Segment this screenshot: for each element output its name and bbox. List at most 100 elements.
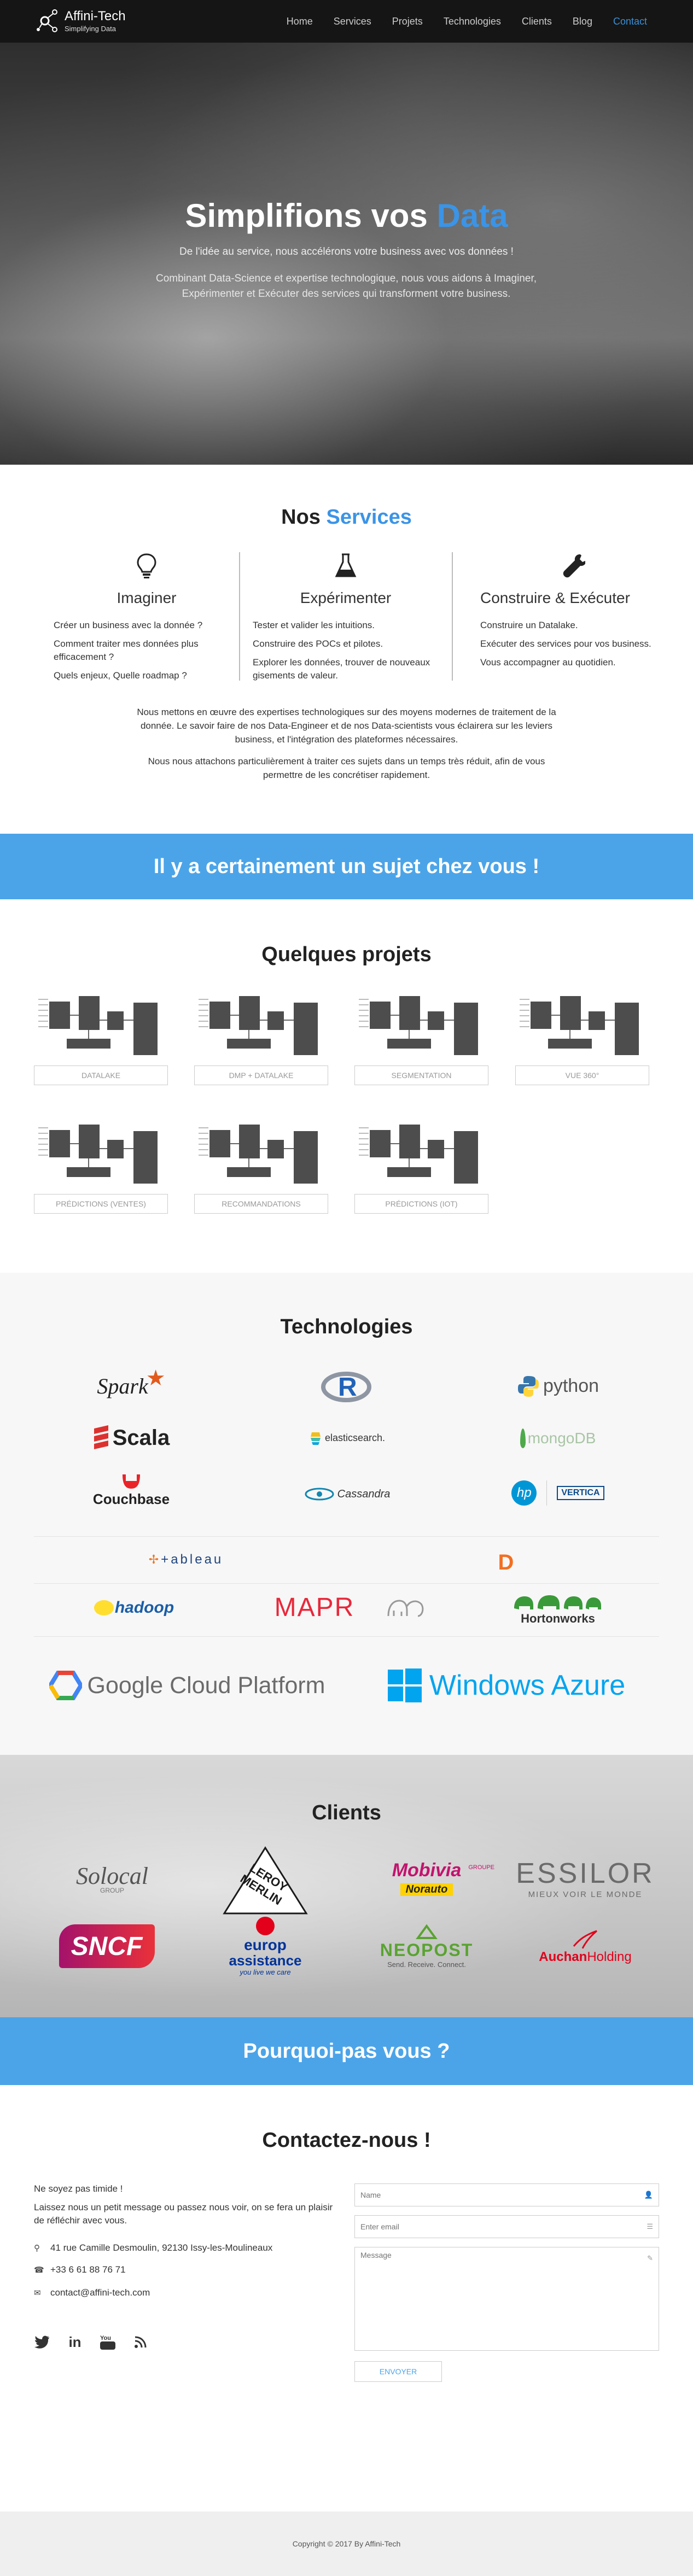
contact-intro: Ne soyez pas timide !	[34, 2183, 123, 2194]
europ-assistance-logo: europ assistance you live we care	[224, 1913, 306, 1979]
spark-logo-text: Spark	[97, 1374, 148, 1398]
message-field[interactable]: ✎	[354, 2247, 659, 2351]
service-item: Vous accompagner au quotidien.	[480, 657, 616, 668]
name-field[interactable]: 👤	[354, 2183, 659, 2206]
project-label[interactable]: DATALAKE	[34, 1065, 168, 1085]
project-card[interactable]: RECOMMANDATIONS	[194, 1118, 328, 1214]
youtube-icon[interactable]: You	[100, 2334, 116, 2350]
hp-vertica-logo: hp VERTICA	[506, 1479, 610, 1507]
project-card[interactable]: DMP + DATALAKE	[194, 990, 328, 1085]
tech-divider	[34, 1536, 659, 1537]
mapr-logo-text: MAPR	[274, 1593, 355, 1622]
brand[interactable]: Affini-Tech Simplifying Data	[34, 4, 126, 37]
project-card[interactable]: PRÉDICTIONS (VENTES)	[34, 1118, 168, 1214]
hortonworks-logo: Hortonworks	[503, 1590, 613, 1628]
brand-name: Affini-Tech	[65, 8, 126, 24]
email-field[interactable]: ☰	[354, 2215, 659, 2238]
elasticsearch-icon	[310, 1432, 321, 1445]
project-label[interactable]: SEGMENTATION	[354, 1065, 488, 1085]
hero-description: Combinant Data-Science et expertise tech…	[155, 273, 537, 300]
neopost-logo-text: NEOPOST	[380, 1940, 474, 1960]
service-item: Tester et valider les intuitions.	[253, 620, 375, 630]
wrench-icon	[563, 554, 585, 578]
services-paragraph: Nous nous attachons particulièrement à t…	[148, 756, 545, 780]
python-icon	[517, 1375, 539, 1397]
mongodb-logo: mongoDB	[511, 1425, 604, 1452]
contact-address: ⚲ 41 rue Camille Desmoulin, 92130 Issy-l…	[34, 2243, 272, 2253]
r-logo: R	[317, 1370, 377, 1406]
molecule-logo-icon	[37, 9, 57, 32]
project-diagram-image	[38, 1125, 158, 1184]
project-card[interactable]: DATALAKE	[34, 990, 168, 1085]
cassandra-logo-text: Cassandra	[337, 1488, 391, 1500]
service-name: Imaginer	[117, 589, 177, 606]
solocal-logo-text: Solocal	[76, 1862, 148, 1889]
project-label[interactable]: PRÉDICTIONS (VENTES)	[34, 1194, 168, 1214]
service-name: Construire & Exécuter	[480, 589, 630, 606]
scala-icon	[94, 1425, 108, 1449]
project-label[interactable]: DMP + DATALAKE	[194, 1065, 328, 1085]
couchbase-logo-text: Couchbase	[92, 1491, 170, 1507]
service-construire: Construire & Exécuter Construire un Data…	[480, 552, 666, 669]
twitter-icon[interactable]	[34, 2334, 50, 2350]
tech-divider	[34, 1583, 659, 1584]
nav-link-blog[interactable]: Blog	[572, 15, 592, 27]
sncf-logo: SNCF	[57, 1922, 156, 1971]
linkedin-icon[interactable]: in	[68, 2333, 81, 2350]
project-label[interactable]: PRÉDICTIONS (IOT)	[354, 1194, 488, 1214]
services-title: Nos Services	[0, 506, 693, 529]
contact-email-text[interactable]: contact@affini-tech.com	[50, 2287, 150, 2298]
mapr-logo: MAPR	[263, 1593, 366, 1623]
service-experimenter: Expérimenter Tester et valider les intui…	[253, 552, 439, 682]
mobivia-logo-sub: GROUPE	[468, 1864, 494, 1871]
sncf-logo-badge: SNCF	[59, 1924, 155, 1968]
project-diagram-image	[359, 996, 478, 1055]
hortonworks-logo-text: Hortonworks	[521, 1612, 595, 1625]
footer: Copyright © 2017 By Affini-Tech	[0, 2511, 693, 2576]
copyright-text: Copyright © 2017 By Affini-Tech	[292, 2539, 401, 2548]
project-card[interactable]: SEGMENTATION	[354, 990, 488, 1085]
technologies-title: Technologies	[280, 1315, 413, 1338]
hadoop-logo: hadoop	[77, 1593, 191, 1623]
name-input[interactable]	[360, 2184, 634, 2206]
service-item: Exécuter des services pour vos business.	[480, 639, 651, 649]
send-button[interactable]: ENVOYER	[354, 2361, 442, 2382]
why-not-banner: Pourquoi-pas vous ?	[0, 2017, 693, 2085]
phone-icon: ☎	[34, 2265, 44, 2275]
leroy-merlin-triangle-icon	[223, 1846, 308, 1915]
google-cloud-hexagon-icon	[49, 1671, 82, 1700]
service-item: Créer un business avec la donnée ?	[54, 620, 203, 630]
project-label[interactable]: RECOMMANDATIONS	[194, 1194, 328, 1214]
nav-link-home[interactable]: Home	[286, 15, 313, 27]
scala-logo: Scala	[82, 1423, 180, 1453]
rss-icon[interactable]	[132, 2334, 149, 2350]
contact-email[interactable]: ✉ contact@affini-tech.com	[34, 2287, 150, 2298]
cassandra-logo: Cassandra	[293, 1483, 402, 1505]
cassandra-eye-icon	[305, 1488, 334, 1501]
nav-link-services[interactable]: Services	[333, 15, 371, 27]
neopost-tagline: Send. Receive. Connect.	[387, 1960, 466, 1969]
essilor-logo-text: ESSILOR	[516, 1858, 655, 1889]
message-textarea[interactable]	[360, 2251, 639, 2349]
europ-tagline: you live we care	[240, 1968, 291, 1976]
nav-link-technologies[interactable]: Technologies	[443, 15, 501, 27]
service-item: Construire un Datalake.	[480, 620, 578, 630]
nav-link-projets[interactable]: Projets	[392, 15, 423, 27]
essilor-logo: ESSILOR MIEUX VOIR LE MONDE	[511, 1852, 659, 1904]
project-card[interactable]: VUE 360°	[515, 990, 649, 1085]
project-label[interactable]: VUE 360°	[515, 1065, 649, 1085]
hero-section: Simplifions vos Data De l'idée au servic…	[0, 43, 693, 465]
contact-section: Contactez-nous ! Ne soyez pas timide ! L…	[0, 2085, 693, 2511]
project-diagram-image	[520, 996, 639, 1055]
tech-divider	[34, 1636, 659, 1637]
project-card[interactable]: PRÉDICTIONS (IOT)	[354, 1118, 488, 1214]
nav-link-clients[interactable]: Clients	[521, 15, 552, 27]
nav-link-contact[interactable]: Contact	[613, 15, 647, 27]
email-input[interactable]	[360, 2216, 634, 2238]
project-diagram-image	[199, 996, 318, 1055]
service-divider	[452, 552, 453, 681]
db-logo-text: D	[498, 1550, 514, 1574]
scala-logo-text: Scala	[112, 1426, 170, 1450]
elephant-outline-icon	[387, 1599, 424, 1617]
service-item: Explorer les données, trouver de nouveau…	[253, 657, 430, 681]
